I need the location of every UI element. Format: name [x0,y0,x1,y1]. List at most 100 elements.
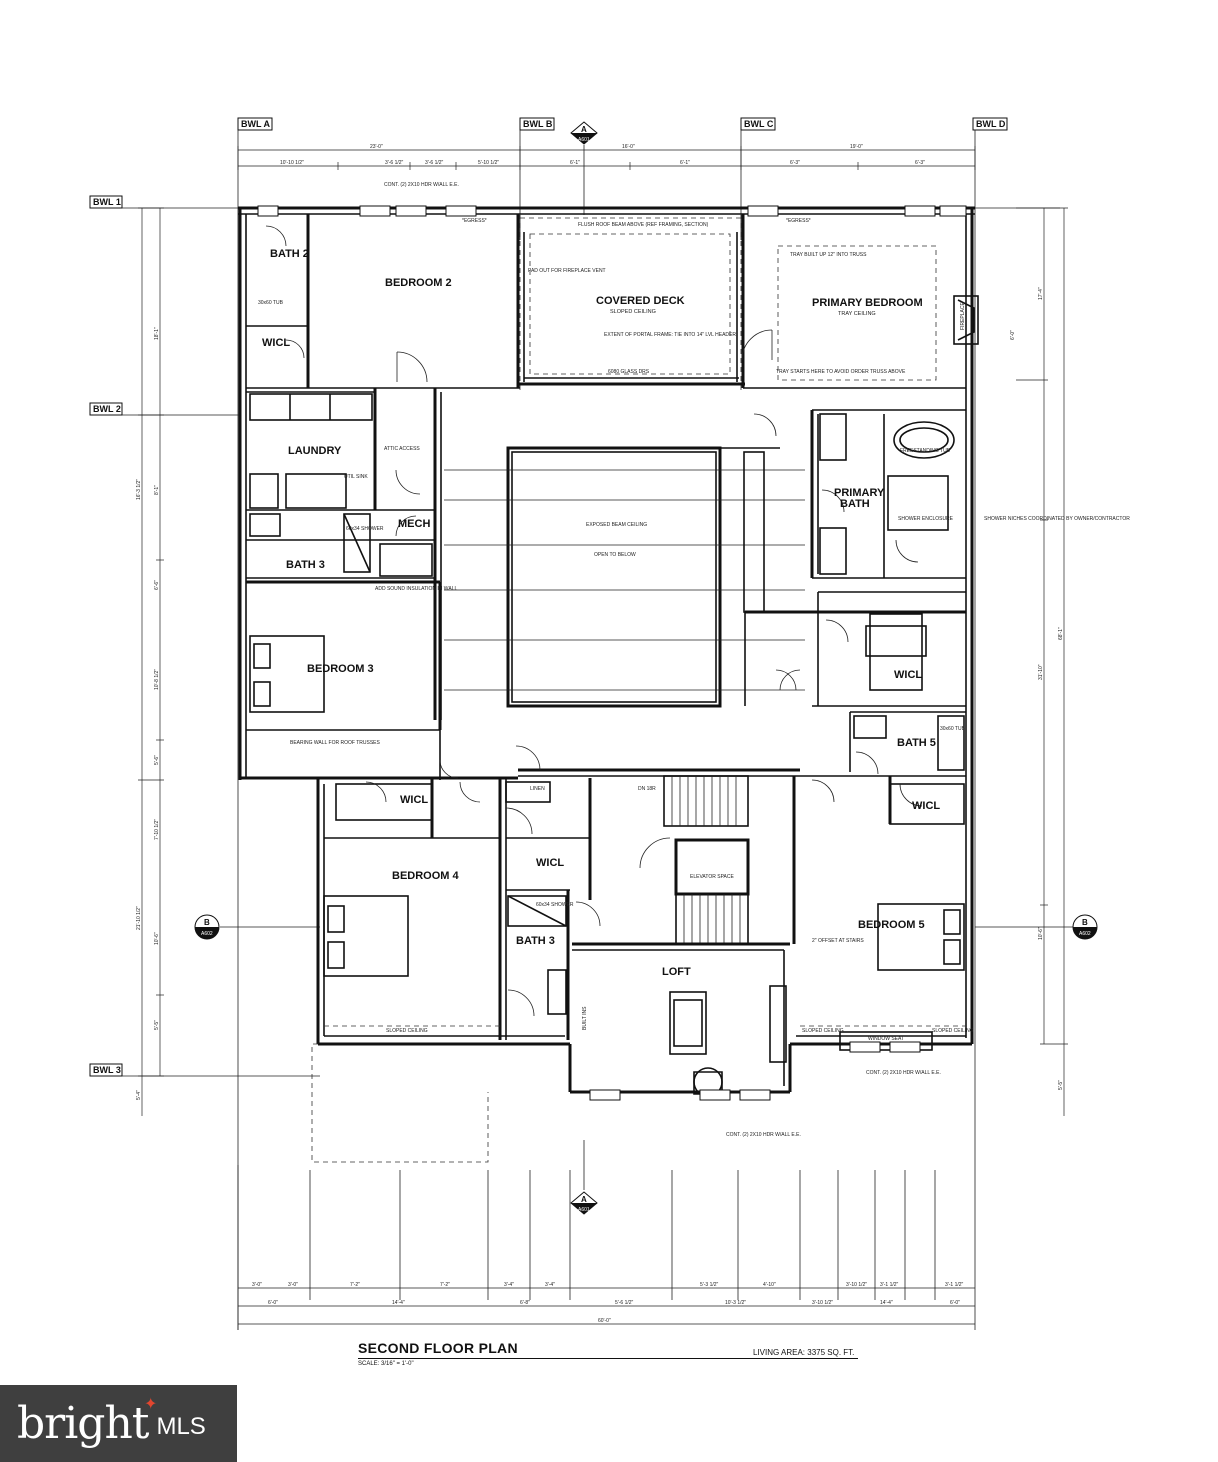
room-bedroom5-label: BEDROOM 5 [858,919,925,931]
grid-tag-a: BWL A [241,119,270,129]
svg-text:8'-1": 8'-1" [154,485,160,495]
svg-text:*EGRESS*: *EGRESS* [786,218,811,224]
grid-tag-b: BWL B [523,119,553,129]
grid-tag-d: BWL D [976,119,1006,129]
svg-text:SLOPED CEILING: SLOPED CEILING [932,1028,974,1034]
section-marker-right: B A602 [975,914,1098,940]
roof-outline [311,214,742,1163]
svg-text:EXTENT OF PORTAL FRAME: TIE IN: EXTENT OF PORTAL FRAME: TIE INTO 14" LVL… [604,332,736,338]
room-covered-deck-label: COVERED DECK [596,295,685,307]
svg-text:68'-1": 68'-1" [1058,627,1064,640]
svg-text:A: A [581,125,587,134]
svg-text:60x34 SHOWER: 60x34 SHOWER [536,902,574,908]
svg-text:SLOPED CEILING: SLOPED CEILING [386,1028,428,1034]
svg-text:OPEN TO BELOW: OPEN TO BELOW [594,552,636,558]
svg-text:EXPOSED BEAM CEILING: EXPOSED BEAM CEILING [586,522,647,528]
svg-text:3'-0": 3'-0" [252,1282,262,1288]
svg-text:3'-1 1/2": 3'-1 1/2" [880,1282,899,1288]
svg-text:10'-8 1/2": 10'-8 1/2" [154,669,160,690]
svg-text:5'-6 1/2": 5'-6 1/2" [615,1300,634,1306]
svg-text:10'-6": 10'-6" [1038,927,1044,940]
svg-text:3'-6 1/2": 3'-6 1/2" [385,160,404,166]
grid-line-tags: BWL A BWL B BWL C BWL D BWL 1 BWL 2 BWL … [89,117,1008,1077]
svg-text:3'-10 1/2": 3'-10 1/2" [812,1300,833,1306]
svg-text:14'-4": 14'-4" [880,1300,893,1306]
room-laundry-label: LAUNDRY [288,445,342,457]
svg-text:16'-3 1/2": 16'-3 1/2" [136,479,142,500]
svg-text:14'-4": 14'-4" [392,1300,405,1306]
section-marker-bottom: A A601 [570,1140,598,1215]
svg-text:6'-0": 6'-0" [1010,330,1016,340]
stairs-elevator-loft [572,775,796,1097]
living-area-text: LIVING AREA: 3375 SQ. FT. [753,1348,855,1357]
svg-text:ELEVATOR SPACE: ELEVATOR SPACE [690,874,734,880]
svg-text:FLUSH ROOF BEAM ABOVE (REF FRA: FLUSH ROOF BEAM ABOVE (REF FRAMING, SECT… [578,222,709,228]
svg-text:TRAY STARTS HERE TO AVOID ORDE: TRAY STARTS HERE TO AVOID ORDER TRUSS AB… [776,369,906,375]
svg-text:5'-3 1/2": 5'-3 1/2" [700,1282,719,1288]
right-dimensions: 68'-1" 31'-10" 17'-4" 6'-0" 10'-6" 5'-5" [1010,207,1068,1116]
grid-tag-2: BWL 2 [93,404,121,414]
svg-text:6'-1": 6'-1" [570,160,580,166]
scale-text: SCALE: 3/16" = 1'-0" [358,1361,414,1367]
svg-text:FIREPLACE: FIREPLACE [960,302,966,330]
svg-text:30x60 TUB: 30x60 TUB [940,726,966,732]
room-bath3-upper-label: BATH 3 [286,559,325,571]
svg-text:10'-3 1/2": 10'-3 1/2" [725,1300,746,1306]
svg-text:BATH: BATH [840,498,870,510]
svg-text:60'-0": 60'-0" [598,1318,611,1324]
windows [257,205,967,1101]
svg-text:7'-2": 7'-2" [350,1282,360,1288]
spark-icon: ✦ [144,1396,158,1413]
svg-text:5'-5": 5'-5" [154,1020,160,1030]
room-primary-bath-label: PRIMARY [834,487,885,499]
title-block: SECOND FLOOR PLAN SCALE: 3/16" = 1'-0" L… [358,1340,858,1380]
svg-text:BEARING WALL FOR ROOF TRUSSES: BEARING WALL FOR ROOF TRUSSES [290,740,380,746]
svg-text:LINEN: LINEN [530,786,545,792]
svg-text:23'-0": 23'-0" [370,144,383,150]
plan-title: SECOND FLOOR PLAN [358,1340,518,1356]
room-loft-label: LOFT [662,966,691,978]
svg-text:A: A [581,1195,587,1204]
svg-text:17'-4": 17'-4" [1038,287,1044,300]
svg-text:6'-0": 6'-0" [950,1300,960,1306]
room-primary-bedroom-label: PRIMARY BEDROOM [812,297,923,309]
grid-tag-1: BWL 1 [93,197,121,207]
primary-suite-walls [744,409,966,772]
svg-text:31'-10": 31'-10" [1038,664,1044,680]
svg-text:3'-1 1/2": 3'-1 1/2" [945,1282,964,1288]
svg-text:6'-6": 6'-6" [154,580,160,590]
svg-text:30x60 TUB: 30x60 TUB [258,300,284,306]
svg-text:ADD SOUND INSULATION IN WALL: ADD SOUND INSULATION IN WALL [375,586,457,592]
left-dimensions: 18'-1" 16'-3 1/2" 21'-10 1/2" 5'-4" 8'-1… [136,207,164,1116]
svg-text:SLOPED CEILING: SLOPED CEILING [802,1028,844,1034]
room-wicl-2-label: WICL [400,794,428,806]
room-bath3-lower-label: BATH 3 [516,935,555,947]
svg-text:3'-0": 3'-0" [288,1282,298,1288]
svg-text:6'-1": 6'-1" [680,160,690,166]
top-dimensions: 23'-0" 16'-0" 19'-0" 10'-10 1/2" 3'-6 1/… [237,144,976,170]
svg-text:2" OFFSET AT STAIRS: 2" OFFSET AT STAIRS [812,938,864,944]
room-wicl-1-label: WICL [262,337,290,349]
svg-text:BUILT INS: BUILT INS [582,1006,588,1030]
svg-text:21'-10 1/2": 21'-10 1/2" [136,906,142,930]
svg-text:TRAY CEILING: TRAY CEILING [838,311,876,317]
open-to-below [444,446,805,708]
svg-text:B: B [204,918,210,927]
svg-text:3'-6 1/2": 3'-6 1/2" [425,160,444,166]
svg-text:A602: A602 [201,931,213,937]
svg-text:ATTIC ACCESS: ATTIC ACCESS [384,446,420,452]
svg-text:5'-5": 5'-5" [1058,1080,1064,1090]
svg-text:5'-6": 5'-6" [154,755,160,765]
svg-text:WINDOW SEAT: WINDOW SEAT [868,1036,904,1042]
svg-text:18'-1": 18'-1" [154,327,160,340]
svg-text:4'-10": 4'-10" [763,1282,776,1288]
svg-text:10'-10 1/2": 10'-10 1/2" [280,160,304,166]
room-bath2-label: BATH 2 [270,248,309,260]
plan-notes: OPEN TO BELOW EXPOSED BEAM CEILING FLUSH… [258,182,1130,1138]
interior-walls-top [246,214,979,389]
watermark-brand: bright [17,1398,149,1449]
room-bedroom2-label: BEDROOM 2 [385,277,452,289]
svg-text:FREESTANDING TUB: FREESTANDING TUB [900,448,951,454]
room-bedroom3-label: BEDROOM 3 [307,663,374,675]
